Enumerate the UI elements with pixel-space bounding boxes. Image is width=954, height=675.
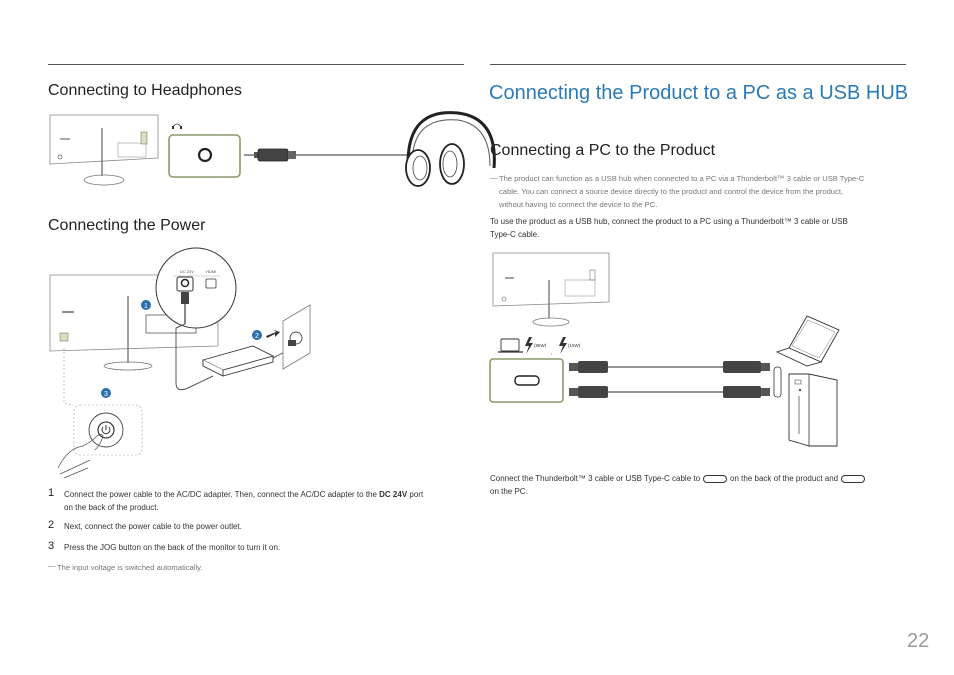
step-3-text: Press the JOG button on the back of the … (64, 543, 281, 552)
speed-label-85w: (85W) (534, 343, 547, 348)
callout-1: 1 (144, 303, 148, 310)
step-2-text: Next, connect the power cable to the pow… (64, 522, 242, 531)
hdmi-port-label: HDMI (206, 269, 216, 274)
usb-c-port-icon-pc (841, 474, 866, 483)
main-title: Connecting the Product to a PC as a USB … (489, 82, 909, 104)
step-2-number: 2 (48, 519, 55, 531)
right-top-rule (490, 64, 906, 65)
svg-text:,: , (551, 350, 552, 356)
footnote-text: The input voltage is switched automatica… (57, 563, 203, 572)
step-3-number: 3 (48, 540, 55, 552)
sub-title: Connecting a PC to the Product (490, 142, 716, 159)
footnote-dash: ― (48, 561, 56, 570)
page-number: 22 (907, 630, 930, 652)
headphones-title: Connecting to Headphones (48, 82, 242, 99)
usb-c-port-icon (703, 474, 728, 483)
power-illustration: DC 24V HDMI 1 2 3 (49, 247, 311, 479)
headphones-illustration (49, 111, 496, 187)
left-top-rule (48, 64, 464, 65)
callout-3: 3 (104, 391, 108, 398)
usb-hub-illustration: (85W) , (15W) (489, 252, 840, 447)
usb-hub-instructions: To use the product as a USB hub, connect… (490, 217, 848, 239)
speed-label-15w: (15W) (568, 343, 581, 348)
step-1-text: Connect the power cable to the AC/DC ada… (64, 490, 424, 512)
dc-port-label: DC 24V (180, 269, 194, 274)
step-1-number: 1 (48, 487, 55, 499)
usb-hub-caption: Connect the Thunderbolt™ 3 cable or USB … (490, 472, 906, 498)
callout-2: 2 (255, 333, 259, 340)
power-title: Connecting the Power (48, 217, 206, 234)
note-dash: ― (490, 173, 498, 182)
usb-hub-note: The product can function as a USB hub wh… (499, 174, 865, 209)
